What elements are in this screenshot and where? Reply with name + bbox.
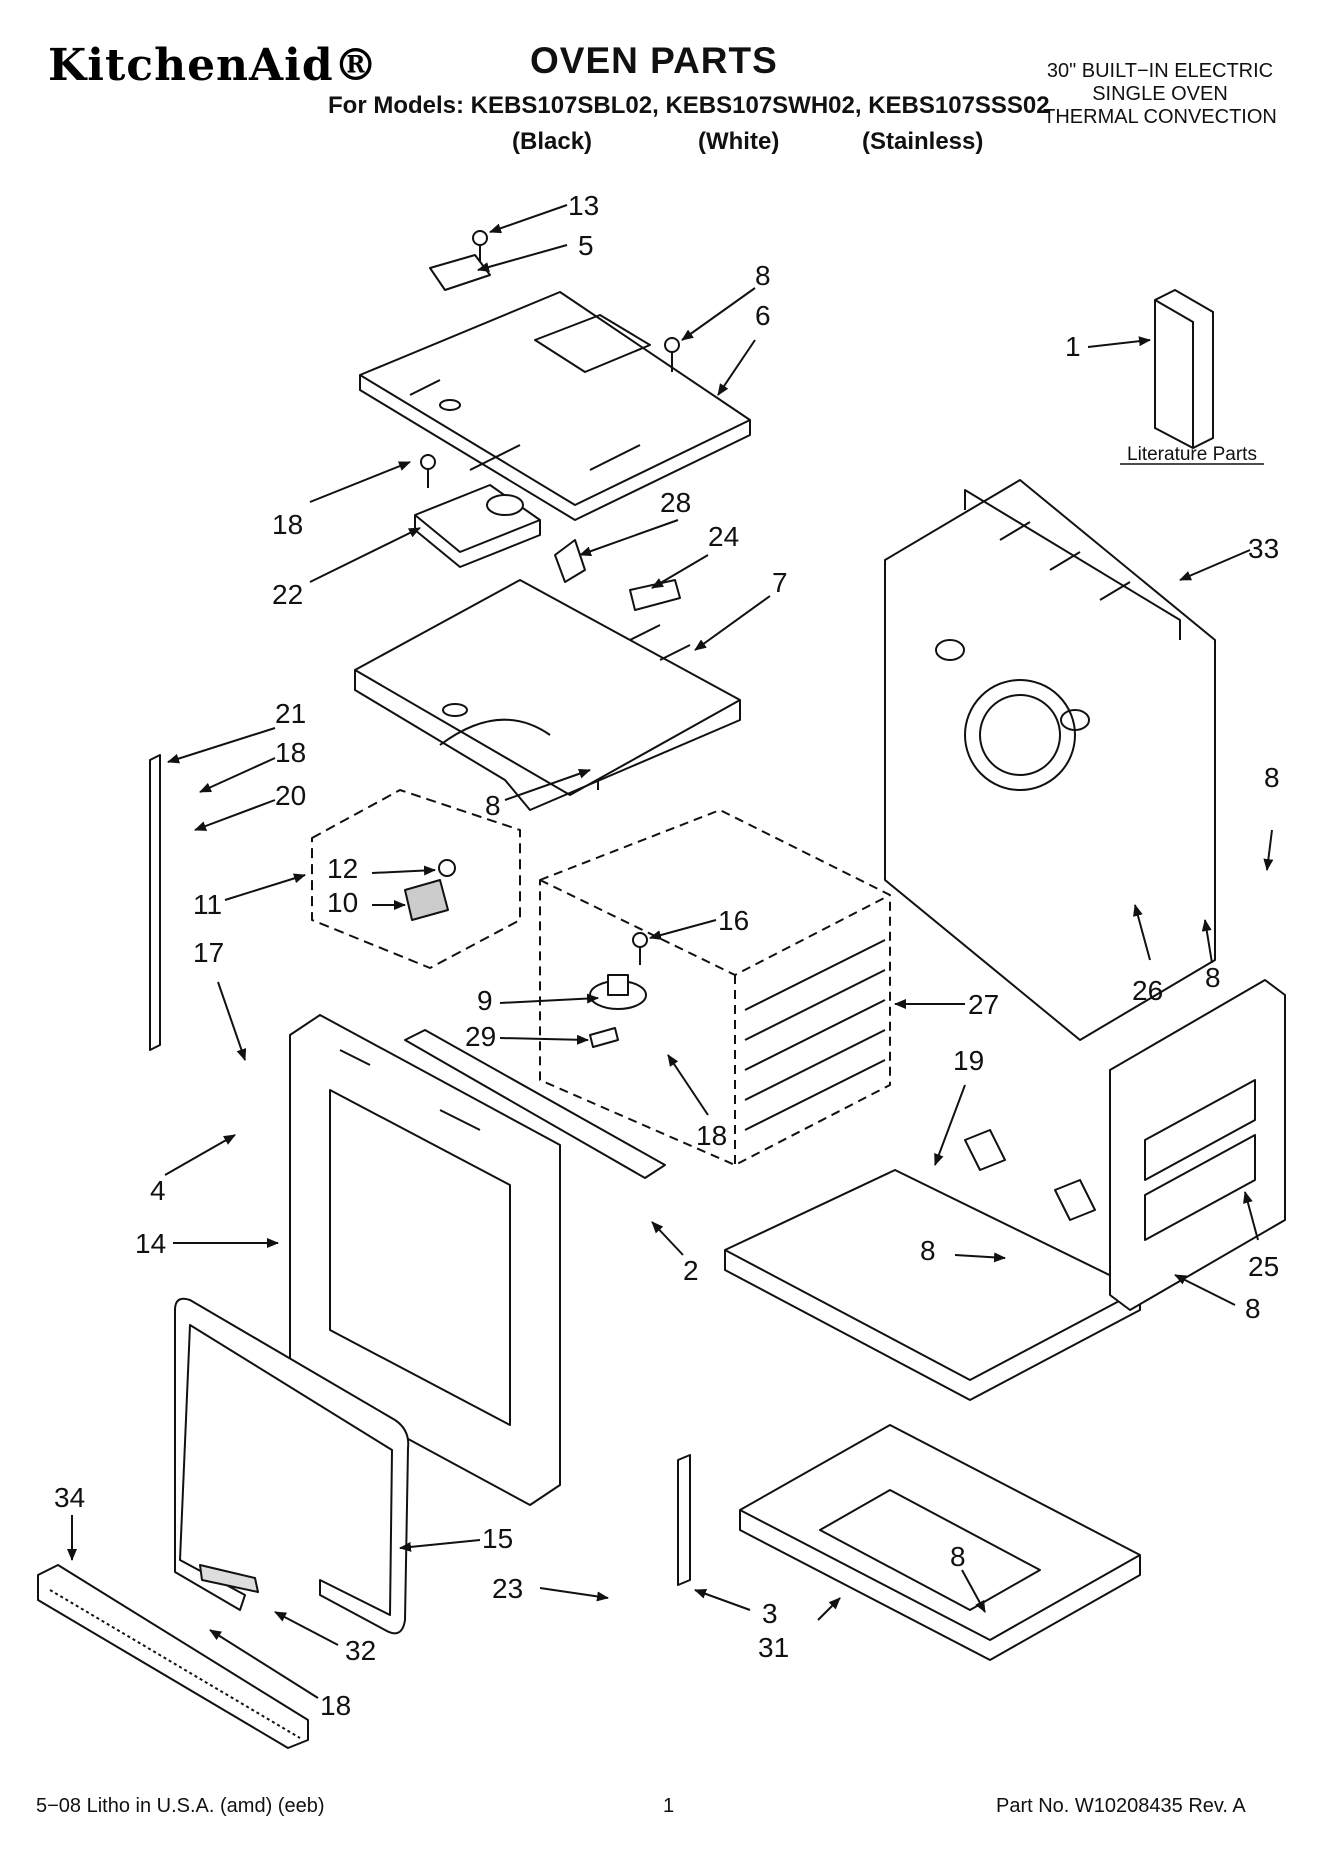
switch-part — [554, 539, 586, 583]
color-black: (Black) — [512, 128, 593, 155]
screw-icon — [472, 230, 488, 262]
literature-label: Literature Parts — [1127, 444, 1257, 465]
appliance-type: 30" BUILT−IN ELECTRIC SINGLE OVEN THERMA… — [1010, 60, 1310, 129]
footer-page-number: 1 — [663, 1795, 675, 1817]
top-panel-part — [359, 291, 751, 521]
callout-number: 26 — [1132, 975, 1163, 1006]
literature-book-icon — [1154, 288, 1214, 450]
callout-number: 9 — [477, 985, 493, 1016]
callout-number: 18 — [320, 1690, 351, 1721]
callout-number: 20 — [275, 780, 306, 811]
side-panel-part — [1109, 979, 1286, 1311]
callout-number: 28 — [660, 487, 691, 518]
sensor-part — [589, 1027, 619, 1048]
callout-number: 34 — [54, 1482, 85, 1513]
oven-cavity-ribs — [744, 939, 886, 1131]
callout-number: 10 — [327, 887, 358, 918]
callout-number: 13 — [568, 190, 599, 221]
callout-labels: 13 5 8 6 1 18 28 24 22 7 33 21 18 20 8 1… — [54, 190, 1280, 1721]
color-white: (White) — [698, 128, 780, 155]
color-stainless: (Stainless) — [862, 128, 984, 155]
callout-number: 8 — [1205, 962, 1221, 993]
callout-number: 7 — [772, 567, 788, 598]
appliance-type-line: 30" BUILT−IN ELECTRIC — [1046, 60, 1274, 82]
callout-number: 6 — [755, 300, 771, 331]
hinge-bracket-part — [677, 1454, 691, 1586]
footer-part-number: Part No. W10208435 Rev. A — [996, 1795, 1246, 1817]
footer-print-info: 5−08 Litho in U.S.A. (amd) (eeb) — [36, 1795, 325, 1817]
screw-icon — [420, 454, 436, 488]
back-panel-part — [884, 479, 1216, 1041]
callout-number: 12 — [327, 853, 358, 884]
callout-number: 14 — [135, 1228, 166, 1259]
callout-number: 27 — [968, 989, 999, 1020]
callout-number: 21 — [275, 698, 306, 729]
vent-part — [199, 1564, 259, 1593]
mounting-panel-part — [354, 579, 741, 811]
callout-number: 31 — [758, 1632, 789, 1663]
callout-number: 16 — [718, 905, 749, 936]
models-line: For Models: KEBS107SBL02, KEBS107SWH02, … — [328, 92, 1050, 120]
front-trim-part — [404, 1029, 666, 1179]
lens-part — [404, 879, 449, 921]
appliance-type-line: SINGLE OVEN — [1092, 83, 1228, 105]
callout-number: 33 — [1248, 533, 1279, 564]
model-black: KEBS107SBL02, — [470, 92, 659, 119]
motor-assembly-part — [414, 484, 541, 568]
lower-support-part — [739, 1424, 1141, 1661]
callout-number: 19 — [953, 1045, 984, 1076]
callout-number: 22 — [272, 579, 303, 610]
callout-number: 25 — [1248, 1251, 1279, 1282]
screw-icon — [632, 932, 648, 965]
callout-number: 8 — [485, 790, 501, 821]
callout-number: 1 — [1065, 331, 1081, 362]
callout-number: 4 — [150, 1175, 166, 1206]
screw-icon — [664, 337, 680, 372]
callout-number: 5 — [578, 230, 594, 261]
callout-number: 3 — [762, 1598, 778, 1629]
oven-cavity-part — [539, 809, 891, 1166]
bulb-part — [438, 859, 456, 877]
door-bottom-trim-part — [37, 1564, 309, 1749]
callout-number: 8 — [1264, 762, 1280, 793]
callout-number: 18 — [272, 509, 303, 540]
side-trim-part — [149, 754, 161, 1051]
light-assembly-outline — [311, 789, 521, 969]
callout-number: 8 — [920, 1235, 936, 1266]
model-stainless: KEBS107SSS02 — [868, 92, 1050, 119]
models-prefix: For Models: — [328, 92, 464, 119]
callout-number: 17 — [193, 937, 224, 968]
callout-number: 29 — [465, 1021, 496, 1052]
callout-number: 24 — [708, 521, 739, 552]
callout-number: 8 — [1245, 1293, 1261, 1324]
callout-number: 8 — [950, 1541, 966, 1572]
callout-number: 8 — [755, 260, 771, 291]
callout-number: 18 — [696, 1120, 727, 1151]
trim-part — [629, 579, 681, 611]
appliance-type-line: THERMAL CONVECTION — [1043, 106, 1277, 128]
page-title: OVEN PARTS — [530, 40, 778, 81]
leader-lines — [67, 204, 1274, 1699]
door-gasket-part — [174, 1297, 410, 1635]
callout-number: 15 — [482, 1523, 513, 1554]
callout-number: 18 — [275, 737, 306, 768]
callout-number: 11 — [193, 889, 222, 920]
model-white: KEBS107SWH02, — [665, 92, 862, 119]
callout-number: 32 — [345, 1635, 376, 1666]
callout-number: 23 — [492, 1573, 523, 1604]
brand-logo: KitchenAid® — [48, 40, 379, 91]
bracket-part — [429, 254, 491, 291]
callout-number: 2 — [683, 1255, 699, 1286]
